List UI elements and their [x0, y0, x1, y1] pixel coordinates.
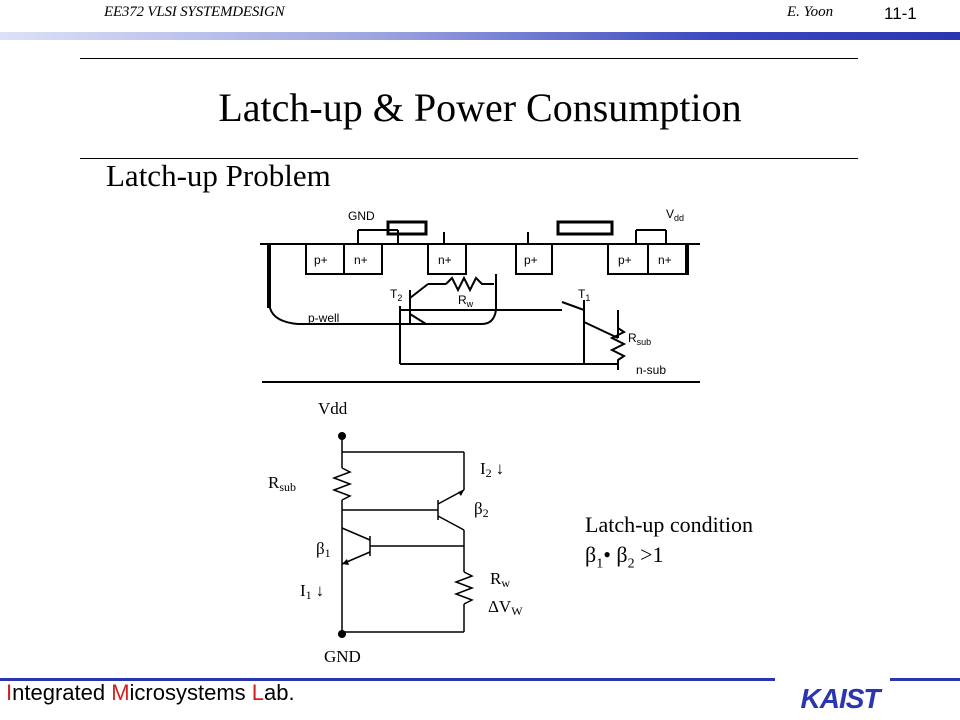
rsub-label: Rsub: [628, 331, 651, 347]
schem-dvw-label: ΔVW: [488, 597, 523, 618]
kaist-logo: KAIST: [801, 684, 885, 712]
schem-rsub-label: Rsub: [268, 473, 296, 494]
region-label-n1: n+: [354, 253, 368, 267]
slide-number: 11-1: [884, 4, 917, 23]
latchup-condition: Latch-up condition β1• β2 >1: [585, 510, 753, 579]
title-rule-top: [80, 58, 858, 59]
latchup-equivalent-circuit: Vdd GND Rsub I2↓ β2 β1 I1↓ Rw ΔVW: [268, 399, 523, 666]
condition-formula: β1• β2 >1: [585, 542, 664, 572]
xsec-vdd-label: Vdd: [666, 207, 684, 223]
t1-label: T1: [578, 287, 590, 303]
author: E. Yoon: [787, 4, 834, 20]
schem-gnd-label: GND: [324, 647, 361, 666]
pwell-label: p-well: [308, 311, 339, 325]
region-label-n2: n+: [438, 253, 452, 267]
rw-label: Rw: [458, 293, 474, 309]
condition-heading: Latch-up condition: [585, 512, 754, 537]
header-gradient-bar: [0, 32, 960, 40]
schem-i1-label: I1↓: [300, 581, 324, 602]
xsec-gnd-label: GND: [348, 209, 375, 223]
t2-label: T2: [390, 287, 402, 303]
region-label-p1: p+: [314, 253, 328, 267]
region-label-n3: n+: [658, 253, 672, 267]
title-rule-bottom: [80, 158, 858, 159]
nsub-label: n-sub: [636, 363, 666, 377]
cmos-cross-section-diagram: GND Vdd p+ n+ n+ p+ p+ n+ p-well n-sub T…: [260, 207, 700, 383]
region-label-p2: p+: [524, 253, 538, 267]
section-heading: Latch-up Problem: [106, 158, 331, 193]
footer-rule: [0, 678, 960, 681]
region-label-p3: p+: [618, 253, 632, 267]
course-title: EE372 VLSI SYSTEMDESIGN: [104, 4, 285, 20]
schem-i2-label: I2↓: [480, 459, 504, 480]
schem-vdd-label: Vdd: [318, 399, 348, 418]
svg-text:KAIST: KAIST: [801, 684, 884, 712]
lab-name: Integrated Microsystems Lab.: [6, 680, 295, 705]
schem-beta1-label: β1: [316, 539, 331, 560]
schem-beta2-label: β2: [474, 499, 489, 520]
schem-rw-label: Rw: [490, 569, 510, 590]
slide-title: Latch-up & Power Consumption: [218, 85, 742, 130]
